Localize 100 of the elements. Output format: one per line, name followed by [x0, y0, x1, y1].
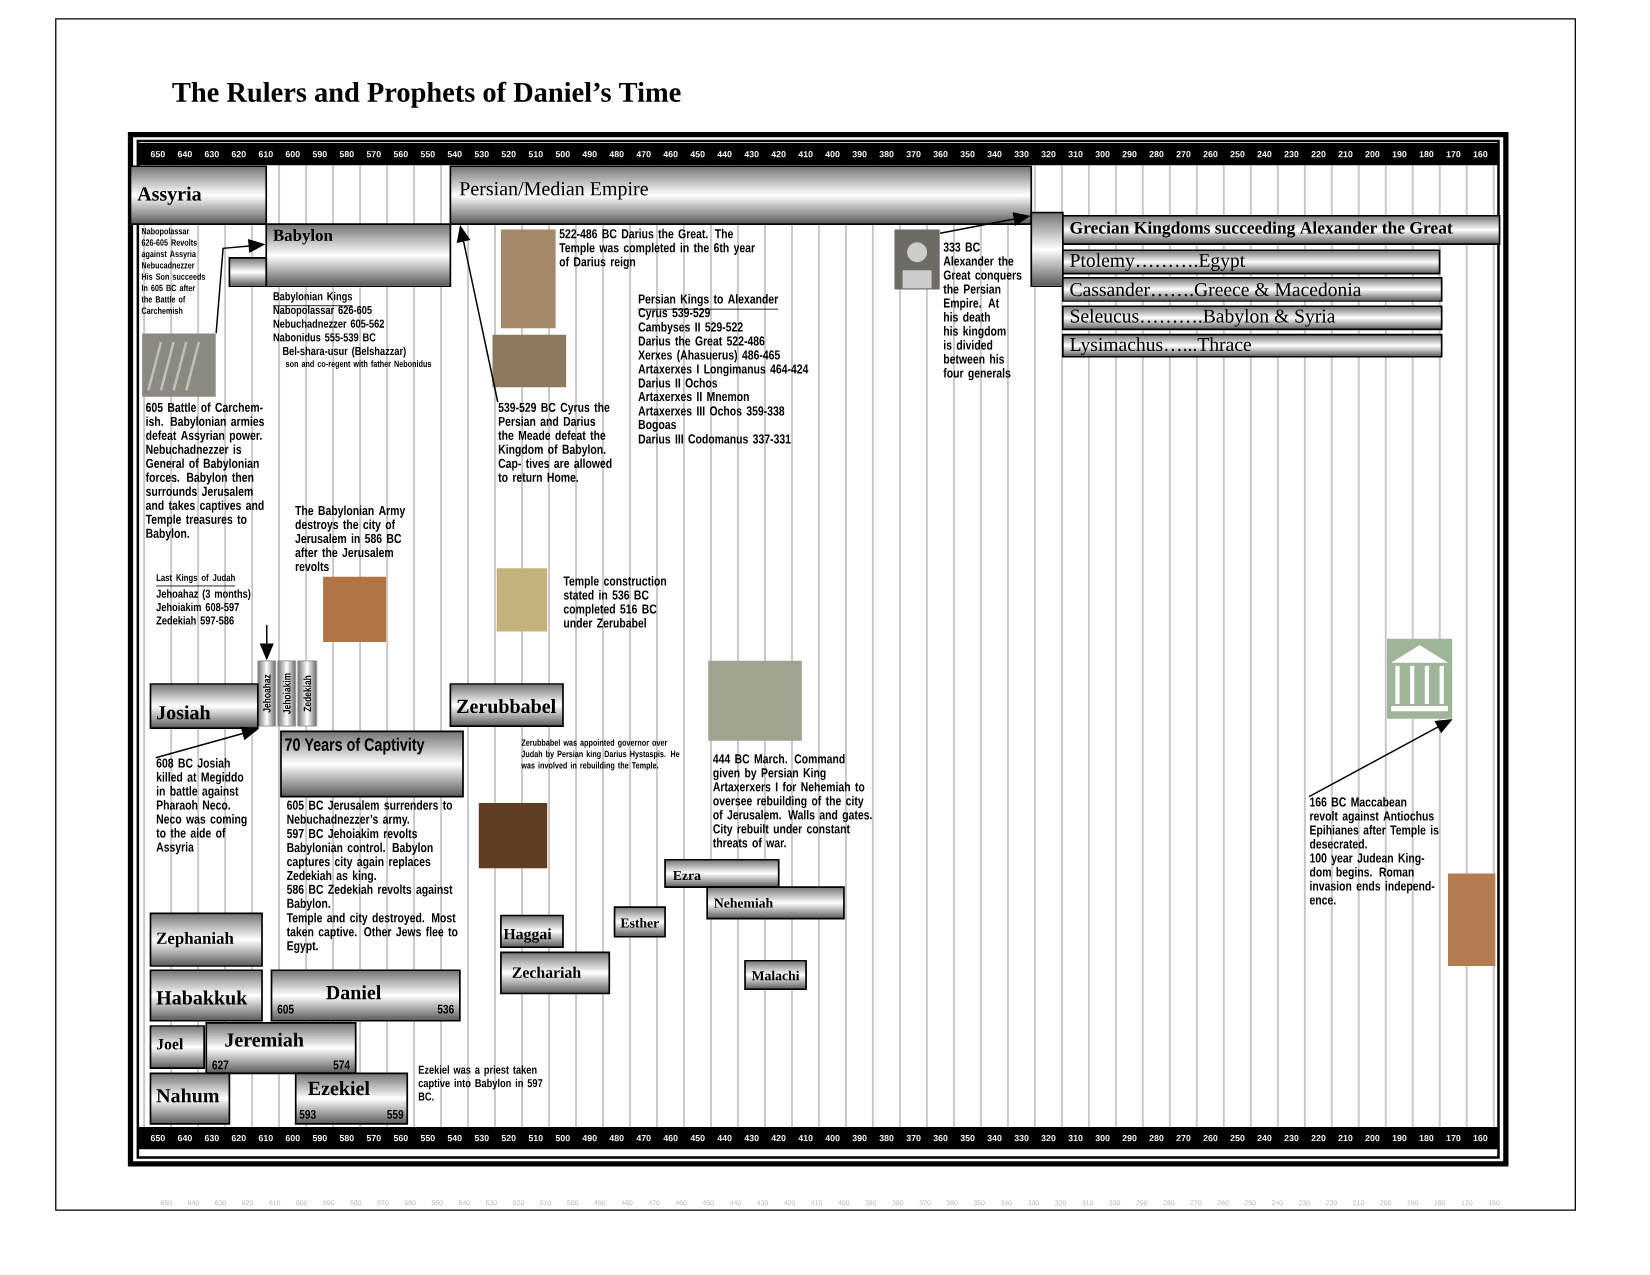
- year-label: 400: [825, 150, 840, 158]
- year-label: 560: [393, 150, 408, 158]
- king-bar: Jehoiakim: [277, 660, 297, 727]
- note-text: 444 BC March. Command given by Persian King Artaxerxers I for Nehemiah to oversee rebuilding of the city of Jerusalem. Walls and gates. City rebuilt under constant threats of war.: [712, 753, 872, 848]
- year-label: 340: [987, 150, 1002, 158]
- year-label: 190: [1392, 1134, 1407, 1142]
- year-label: 210: [1338, 150, 1353, 158]
- photo: [142, 333, 216, 397]
- prophet-bar: Nahum: [149, 1072, 231, 1125]
- year-label: 500: [555, 1134, 570, 1142]
- year-label: 610: [258, 1134, 273, 1142]
- year-label: 650: [150, 1134, 165, 1142]
- note-text: 597 BC Jehoiakim revolts Babylonian control. Babylon captures city again replaces Zedekiah as king.: [286, 828, 433, 883]
- list-item: son and co-regent with father Nebonidus: [285, 360, 432, 369]
- year-label: 350: [960, 1134, 975, 1142]
- list-item: Darius II Ochos: [638, 377, 718, 388]
- year-label: 200: [1365, 150, 1380, 158]
- year-label: 370: [906, 150, 921, 158]
- year-label: 290: [1122, 150, 1137, 158]
- prophet-bar: Nehemiah: [706, 886, 845, 920]
- prophet-bar: Joel: [149, 1025, 205, 1069]
- list-item: Cambyses II 529-522: [638, 321, 743, 334]
- list-item: Nabopolassar 626-605: [273, 305, 372, 317]
- title: The Rulers and Prophets of Daniel’s Time: [172, 81, 681, 108]
- ruler-bar: Zerubbabel: [449, 683, 564, 727]
- year-label: 310: [1068, 1134, 1083, 1142]
- year-label: 390: [852, 150, 867, 158]
- year-label: 460: [663, 150, 678, 158]
- year-label: 600: [285, 1134, 300, 1142]
- note-text: Ezekiel was a priest taken captive into Babylon in 597 BC.: [418, 1065, 543, 1101]
- note-text: 333 BC Alexander the Great conquers the Persian Empire. At his death his kingdom is divided between his four generals: [943, 242, 1022, 381]
- year-label: 450: [690, 150, 705, 158]
- note-text: 608 BC Josiah killed at Megiddo in battle against Pharaoh Neco. Neco was coming to the aide of Assyria: [156, 757, 247, 855]
- year-label: 280: [1149, 150, 1164, 158]
- year-label: 260: [1203, 150, 1218, 158]
- note-text: 586 BC Zedekiah revolts against Babylon.: [287, 884, 453, 911]
- year-label: 160: [1473, 150, 1488, 158]
- king-bar: Zedekiah: [297, 660, 318, 727]
- prophet-bar: Zechariah: [500, 951, 611, 995]
- year-label: 200: [1365, 1134, 1380, 1142]
- year-label: 550: [420, 1134, 435, 1142]
- year-label: 410: [798, 150, 813, 158]
- year-label: 430: [744, 1134, 759, 1142]
- year-label: 350: [960, 150, 975, 158]
- year-label: 170: [1446, 1134, 1461, 1142]
- empire-bar: Assyria: [129, 165, 268, 225]
- period-bar: 70 Years of Captivity: [280, 730, 464, 798]
- year-label: 570: [366, 150, 381, 158]
- year-label: 210: [1338, 1134, 1353, 1142]
- list-item: Artaxerxes I Longimanus 464-424: [638, 363, 809, 377]
- year-label: 290: [1122, 1134, 1137, 1142]
- year-label: 580: [339, 150, 354, 158]
- photo: [1386, 638, 1453, 719]
- year-label: 230: [1284, 150, 1299, 158]
- prophet-bar: Zephaniah: [149, 912, 263, 967]
- prophet-bar: Esther: [613, 906, 666, 938]
- prophet-bar: Ezra: [664, 858, 780, 888]
- prophet-bar: Ezekiel 593 559: [294, 1072, 409, 1125]
- photo: [894, 229, 940, 290]
- year-label: 650: [150, 150, 165, 158]
- year-label: 440: [717, 150, 732, 158]
- year-label: 590: [312, 150, 327, 158]
- year-label: 530: [474, 150, 489, 158]
- year-label: 550: [420, 150, 435, 158]
- year-label: 520: [501, 150, 516, 158]
- year-label: 380: [879, 150, 894, 158]
- year-label: 630: [204, 1134, 219, 1142]
- list-item: Artaxerxes II Mnemon: [638, 391, 749, 401]
- king-bar: Jehoahaz: [257, 660, 277, 727]
- year-label: 240: [1257, 1134, 1272, 1142]
- kingdom-bar: Seleucus……….Babylon & Syria: [1062, 305, 1443, 331]
- shaded-box: [1030, 211, 1064, 287]
- note-text: 605 Battle of Carchem- ish. Babylonian armies defeat Assyrian power. Nebuchadnezzer is General of Babylonian forces. Babylon then surrounds Jerusalem and takes captives and Temple treasures to Babylon.: [145, 402, 264, 541]
- year-label: 460: [663, 1134, 678, 1142]
- empire-bar: Babylon: [265, 223, 452, 287]
- year-label: 330: [1014, 1134, 1029, 1142]
- note-text: 539-529 BC Cyrus the Persian and Darius the Meade defeat the Kingdom of Babylon. Cap- tives are allowed to return Home.: [498, 402, 612, 482]
- year-label: 300: [1095, 1134, 1110, 1142]
- list-item: Artaxerxes III Ochos 359-338: [638, 405, 785, 416]
- year-label: 270: [1176, 150, 1191, 158]
- note-text: Last Kings of Judah Jehoahaz (3 months) Jehoiakim 608-597 Zedekiah 597-586: [155, 573, 251, 625]
- empire-bar: Persian/Median Empire: [449, 165, 1033, 225]
- year-label: 530: [474, 1134, 489, 1142]
- year-label: 340: [987, 1134, 1002, 1142]
- year-label: 360: [933, 1134, 948, 1142]
- year-label: 620: [231, 150, 246, 158]
- year-label: 250: [1230, 1134, 1245, 1142]
- year-label: 500: [555, 150, 570, 158]
- year-label: 370: [906, 1134, 921, 1142]
- year-label: 320: [1041, 150, 1056, 158]
- year-label: 160: [1473, 1134, 1488, 1142]
- year-label: 450: [690, 1134, 705, 1142]
- note-text: Temple and city destroyed. Most taken captive. Other Jews flee to Egypt.: [286, 912, 458, 953]
- prophet-bar: Malachi: [744, 959, 807, 990]
- list-heading: Babylonian Kings: [272, 291, 353, 306]
- year-label: 320: [1041, 1134, 1056, 1142]
- year-label: 250: [1230, 150, 1245, 158]
- year-label: 560: [393, 1134, 408, 1142]
- year-label: 400: [825, 1134, 840, 1142]
- year-label: 470: [636, 150, 651, 158]
